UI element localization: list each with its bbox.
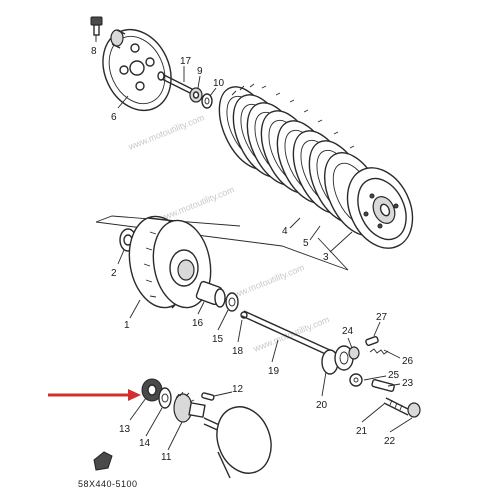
watermark-3: www.motoutility.com [226, 262, 306, 302]
part-code: 58X440-5100 [78, 479, 138, 489]
callout-16: 16 [192, 318, 204, 329]
clutch-housing-1 [128, 215, 212, 309]
nut-24 [348, 346, 360, 360]
key-12 [201, 392, 215, 401]
clutch-boss-3 [346, 167, 414, 249]
watermark-1: www.motoutility.com [126, 112, 206, 152]
callout-6: 6 [111, 112, 117, 123]
callout-3: 3 [323, 252, 329, 263]
callout-15: 15 [212, 334, 224, 345]
callout-2: 2 [111, 268, 117, 279]
bolt-8 [90, 16, 103, 36]
crankshaft [203, 406, 272, 479]
callout-1: 1 [124, 320, 130, 331]
nut-9 [189, 87, 203, 103]
callout-12: 12 [232, 384, 244, 395]
callout-11: 11 [161, 452, 172, 463]
callout-17: 17 [180, 56, 192, 67]
watermark-2: www.motoutility.com [156, 184, 236, 224]
callout-5: 5 [303, 238, 309, 249]
callout-24: 24 [342, 326, 354, 337]
gear-11 [173, 391, 206, 423]
callout-19: 19 [268, 366, 280, 377]
callout-23: 23 [402, 378, 414, 389]
callout-22: 22 [384, 436, 396, 447]
callout-26: 26 [402, 356, 414, 367]
callout-18: 18 [232, 346, 244, 357]
screw-23 [371, 379, 395, 392]
nut-13 [141, 378, 163, 402]
callout-20: 20 [316, 400, 328, 411]
push-rod-19 [241, 310, 333, 357]
callout-labels: 8 6 17 9 10 2 1 16 15 18 19 20 4 5 3 24 … [91, 46, 414, 463]
callout-8: 8 [91, 46, 97, 57]
callout-25: 25 [388, 370, 400, 381]
nut-22 [407, 402, 421, 418]
callout-21: 21 [356, 426, 368, 437]
washer-10 [201, 93, 213, 109]
bolt-27 [365, 335, 379, 347]
push-lever-20 [321, 345, 354, 375]
washer-14 [158, 387, 172, 409]
callout-9: 9 [197, 66, 203, 77]
spring-26 [369, 348, 389, 355]
callout-13: 13 [119, 424, 131, 435]
callout-4: 4 [282, 226, 288, 237]
nut-25 [349, 373, 363, 387]
callout-27: 27 [376, 312, 388, 323]
bushing-16 [195, 280, 226, 308]
pressure-plate [102, 28, 172, 112]
friction-plates [218, 86, 385, 236]
adjust-screw-21 [383, 397, 411, 416]
callout-10: 10 [213, 78, 225, 89]
highlight-arrow [48, 389, 141, 401]
washer-15 [225, 292, 239, 312]
part-marker-icon [93, 451, 113, 471]
callout-14: 14 [139, 438, 151, 449]
leader-lines [95, 36, 413, 451]
